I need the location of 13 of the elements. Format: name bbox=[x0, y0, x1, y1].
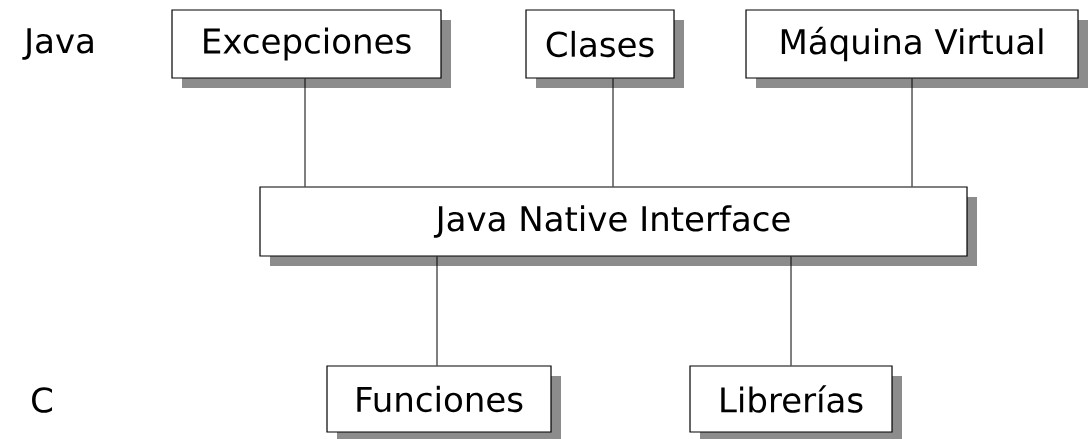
connector-line bbox=[790, 256, 792, 366]
text-box: Librerías bbox=[689, 365, 902, 439]
text-box: Clases bbox=[525, 9, 684, 88]
layer-label: Java bbox=[22, 28, 93, 60]
connector-line bbox=[304, 78, 306, 187]
connector-line bbox=[911, 78, 913, 187]
text-box: Funciones bbox=[326, 365, 561, 439]
text-box: Máquina Virtual bbox=[745, 9, 1088, 88]
connector-line bbox=[612, 78, 614, 187]
text-box: Excepciones bbox=[171, 9, 451, 88]
layer-label: C bbox=[32, 387, 53, 413]
connector-line bbox=[436, 256, 438, 366]
text-box: Java Native Interface bbox=[259, 186, 977, 266]
